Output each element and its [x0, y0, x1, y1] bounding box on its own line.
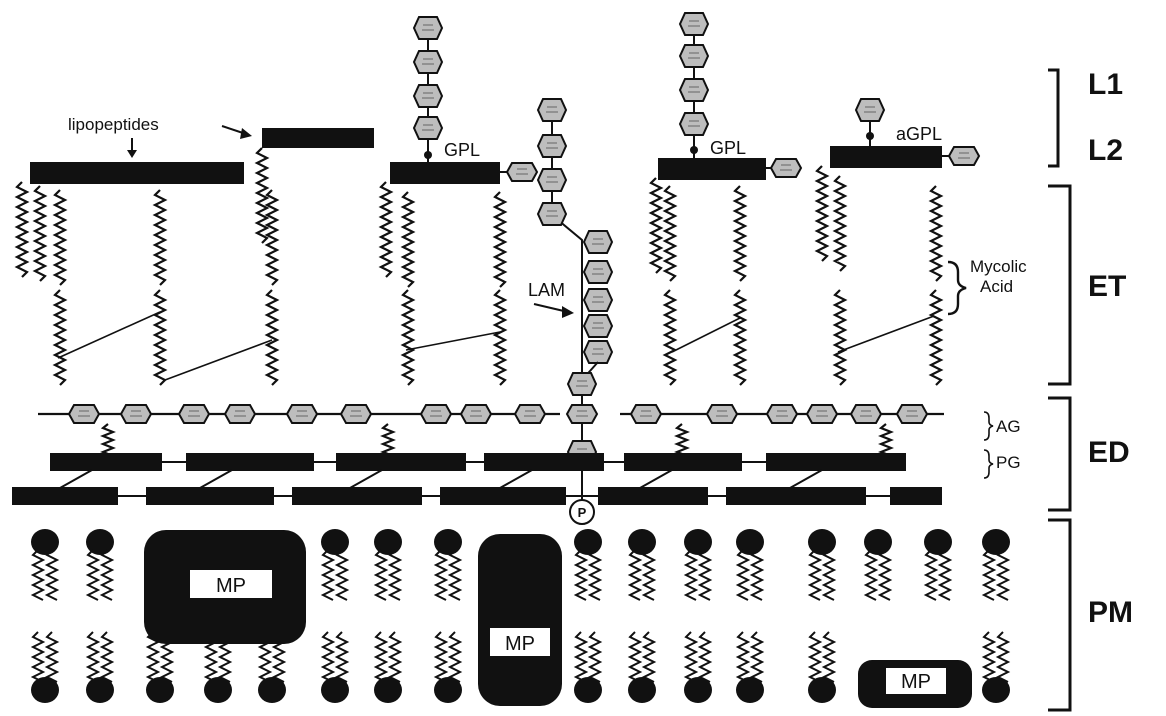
layer-label-pm: PM — [1088, 596, 1133, 629]
lam-label: LAM — [528, 280, 565, 300]
lipopeptide-block-2 — [257, 128, 374, 243]
membrane-protein-1: MP — [144, 530, 306, 644]
membrane-protein-3: MP — [858, 660, 972, 708]
phosphate-label: P — [578, 505, 587, 520]
mycolic-label-line2: Acid — [980, 277, 1013, 296]
mp-label-1: MP — [216, 575, 246, 597]
mp-label-2: MP — [505, 633, 535, 655]
lam-arrow — [534, 304, 574, 318]
gpl-right-label: GPL — [710, 138, 746, 158]
ag-pg-brackets — [984, 412, 993, 478]
lipopeptides-label: lipopeptides — [68, 115, 159, 134]
lipopeptide-block-1 — [17, 162, 244, 281]
mycolic-acid-chains — [55, 176, 941, 385]
mp-label-3: MP — [901, 671, 931, 693]
mycolic-brace — [948, 262, 966, 314]
pg-label: PG — [996, 453, 1021, 472]
mycolic-label-line1: Mycolic — [970, 257, 1027, 276]
layer-label-l2: L2 — [1088, 134, 1123, 167]
membrane-protein-2: MP — [478, 534, 562, 706]
peptidoglycan-layer — [12, 453, 942, 505]
ag-label: AG — [996, 417, 1021, 436]
phosphate-linker: P — [570, 500, 594, 524]
layer-label-l1: L1 — [1088, 68, 1123, 101]
agpl-label: aGPL — [896, 124, 942, 144]
arabinogalactan-layer — [38, 405, 944, 460]
gpl-left-label: GPL — [444, 140, 480, 160]
layer-label-et: ET — [1088, 270, 1126, 303]
layer-brackets — [1048, 70, 1070, 710]
layer-label-ed: ED — [1088, 436, 1130, 469]
